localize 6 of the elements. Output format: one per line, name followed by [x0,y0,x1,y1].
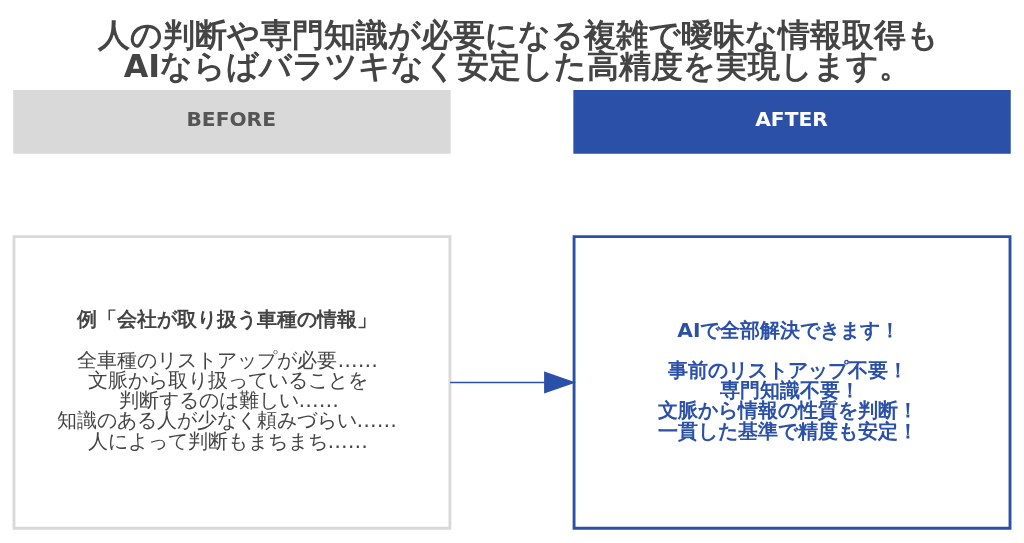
node-box: BEFORE [13,89,451,154]
node-box: AFTER [573,89,1011,154]
diagram-title: 人の判断や専門知識が必要になる複雑で曖昧な情報取得もAIならばバラツキなく安定した高精度を実現します。 [98,16,940,84]
arrow [449,370,576,394]
node-box: 例「会社が取り扱う車種の情報」 全車種のリストアップが必要…… 文脈から取り扱っていることを判断するのは難しい…… 知識のある人が少なく頼みづらい…… 人によって判断もまちまち…… [12,234,452,530]
node-box: AIで全部解決できます！ 事前のリストアップ不要！ 専門知識不要！ 文脈から情報の性質を判断！ 一貫した基準で精度も安定！ [572,234,1012,530]
